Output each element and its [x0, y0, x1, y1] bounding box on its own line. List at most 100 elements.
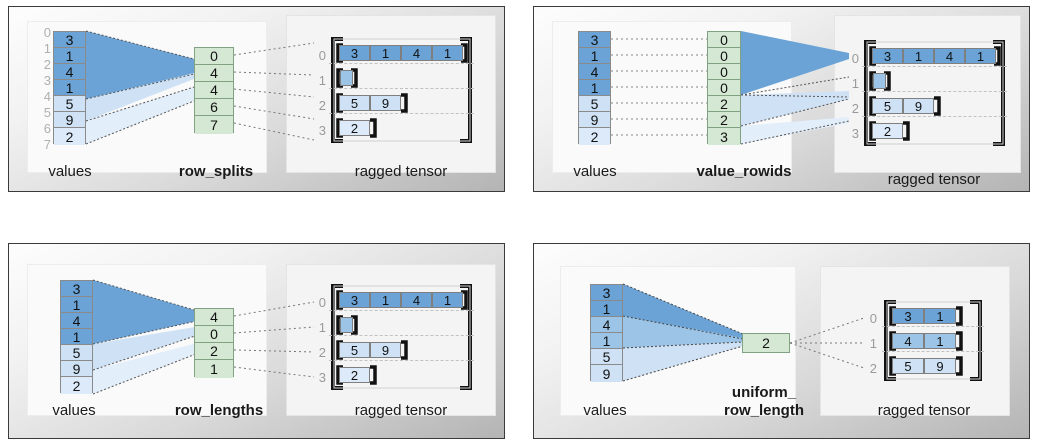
ragged-cell: 1: [432, 292, 463, 308]
encoding-cell: 0: [708, 64, 740, 80]
link-connector: [789, 317, 865, 369]
ragged-cell: 1: [965, 48, 996, 64]
outer-bracket: [864, 40, 1005, 146]
value-cell: 2: [579, 128, 610, 145]
ragged-row-index: 3: [851, 126, 859, 141]
values-column: 3 1 4 1 5 9 2: [578, 31, 611, 145]
ragged-cell: 5: [339, 95, 370, 111]
ragged-row: 5 9: [339, 95, 401, 111]
pairing-connector: [611, 38, 707, 136]
ragged-cell: 3: [339, 45, 370, 61]
ragged-cell: 4: [401, 45, 432, 61]
ragged-tensor-label: ragged tensor: [877, 402, 971, 419]
value-index-2: 2: [43, 57, 51, 72]
values-label: values: [573, 163, 617, 180]
encoding-cell: 0: [708, 48, 740, 64]
encoding-label: row_lengths: [174, 402, 264, 419]
fan-connector: [85, 30, 195, 145]
ragged-cell: 3: [339, 292, 370, 308]
encoding-cell: 4: [195, 309, 233, 326]
ragged-cell: 2: [339, 367, 370, 383]
ragged-row-index: 0: [318, 295, 326, 310]
ragged-row: 3 1 4 1: [872, 48, 996, 64]
value-cell: 9: [591, 365, 622, 382]
ragged-row-index: 3: [318, 123, 326, 138]
values-column: 3 1 4 1 5 9: [590, 284, 623, 382]
outer-bracket: [331, 37, 472, 143]
ragged-cell: 5: [872, 98, 903, 114]
ragged-cell: 3: [892, 308, 924, 324]
row-separator: [862, 91, 1007, 92]
ragged-cell: 1: [370, 292, 401, 308]
value-index-4: 4: [43, 89, 51, 104]
ragged-tensor-label: ragged tensor: [354, 402, 448, 419]
value-cell: 4: [579, 64, 610, 80]
value-cell: 1: [54, 48, 85, 64]
ragged-row-index: 1: [318, 320, 326, 335]
encoding-cell: 2: [195, 343, 233, 360]
value-cell: 5: [591, 349, 622, 365]
value-cell: 9: [54, 112, 85, 128]
value-cell: 3: [54, 32, 85, 48]
link-connector: [233, 42, 315, 141]
ragged-cell: 1: [924, 308, 956, 324]
value-cell: 4: [54, 64, 85, 80]
ragged-cell: 1: [370, 45, 401, 61]
ragged-tensor-label: ragged tensor: [887, 171, 981, 188]
ragged-row: 5 9: [892, 358, 956, 374]
ragged-row: 2: [872, 123, 903, 139]
value-index-6: 6: [43, 121, 51, 136]
value-cell: 4: [591, 317, 622, 333]
value-cell: 3: [579, 32, 610, 48]
value-cell: 5: [61, 345, 92, 361]
outer-bracket: [884, 300, 982, 381]
encoding-cell: 2: [708, 112, 740, 128]
link-connector: [233, 301, 315, 378]
ragged-empty-marker: [873, 73, 886, 89]
value-cell: 9: [61, 361, 92, 377]
encoding-column-row-splits: 0 4 4 6 7: [194, 47, 234, 134]
ragged-row: 5 9: [872, 98, 934, 114]
encoding-label: uniform_ row_length: [694, 384, 834, 420]
ragged-cell: 4: [401, 292, 432, 308]
value-cell: 5: [54, 96, 85, 112]
ragged-row: 2: [339, 367, 370, 383]
encoding-column-uniform-row-length: 2: [742, 333, 790, 353]
ragged-row: 5 9: [339, 342, 401, 358]
value-cell: 3: [61, 281, 92, 297]
ragged-row-index: 2: [869, 361, 877, 376]
row-separator: [329, 360, 474, 361]
value-cell: 5: [579, 96, 610, 112]
ragged-tensor-label: ragged tensor: [354, 163, 448, 180]
row-separator: [862, 116, 1007, 117]
value-cell: 1: [61, 329, 92, 345]
ragged-cell: 3: [872, 48, 903, 64]
ragged-empty-marker: [340, 70, 353, 86]
outer-bracket: [331, 284, 472, 390]
ragged-cell: 9: [370, 342, 401, 358]
ragged-area-row-splits: [286, 15, 496, 173]
value-cell: 2: [61, 377, 92, 394]
ragged-row: 3 1 4 1: [339, 292, 463, 308]
fan-connector: [740, 31, 850, 145]
ragged-row: 2: [339, 120, 370, 136]
row-separator: [329, 63, 474, 64]
values-label: values: [583, 402, 627, 419]
encoding-cell: 0: [195, 48, 233, 65]
value-index-5: 5: [43, 105, 51, 120]
encoding-cell: 1: [195, 360, 233, 378]
encoding-cell: 4: [195, 65, 233, 82]
value-index-0: 0: [43, 25, 51, 40]
ragged-row-index: 0: [318, 48, 326, 63]
value-cell: 2: [54, 128, 85, 145]
encoding-cell: 4: [195, 82, 233, 99]
row-separator: [882, 351, 984, 352]
value-index-3: 3: [43, 73, 51, 88]
ragged-row-index: 3: [318, 370, 326, 385]
ragged-cell: 2: [339, 120, 370, 136]
encoding-cell: 2: [708, 96, 740, 112]
row-separator: [329, 88, 474, 89]
fan-connector: [622, 283, 744, 382]
values-label: values: [48, 163, 92, 180]
